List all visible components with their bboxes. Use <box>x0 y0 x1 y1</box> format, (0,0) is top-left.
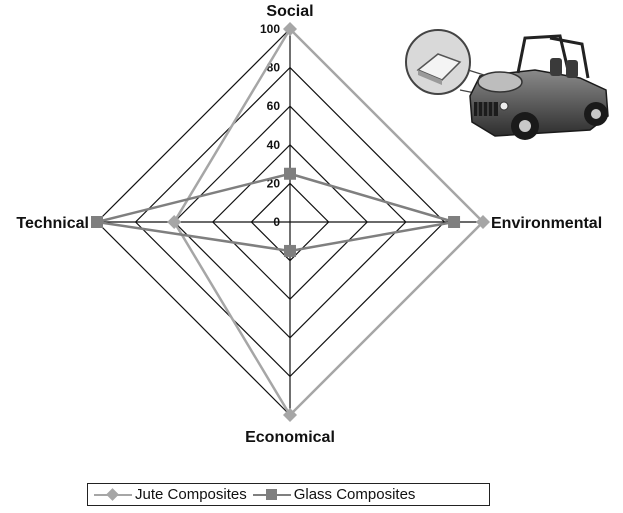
data-point-diamond <box>167 215 182 229</box>
legend-item-jute: Jute Composites <box>94 486 247 503</box>
legend-label-jute: Jute Composites <box>135 486 247 503</box>
legend-item-glass: Glass Composites <box>252 486 416 503</box>
legend-key-square-icon <box>252 488 291 502</box>
tick-label: 0 <box>273 215 280 229</box>
radar-series <box>91 22 490 422</box>
tick-label: 40 <box>267 138 281 152</box>
data-point-square <box>448 216 461 228</box>
axis-label: Technical <box>16 215 89 232</box>
tick-label: 100 <box>260 22 280 36</box>
data-point-diamond <box>476 215 490 229</box>
tick-label: 60 <box>267 99 281 113</box>
chart-legend: Jute Composites Glass Composites <box>87 483 490 506</box>
legend-key-diamond-icon <box>94 488 132 502</box>
car-icon <box>405 29 609 140</box>
axis-label: Social <box>266 3 313 20</box>
data-point-diamond <box>283 408 297 422</box>
axis-label: Economical <box>245 429 335 446</box>
axis-label: Environmental <box>491 215 602 232</box>
data-point-square <box>91 216 103 228</box>
data-point-diamond <box>283 22 297 36</box>
data-point-square <box>284 244 296 257</box>
legend-label-glass: Glass Composites <box>293 486 416 503</box>
data-point-square <box>284 167 296 180</box>
